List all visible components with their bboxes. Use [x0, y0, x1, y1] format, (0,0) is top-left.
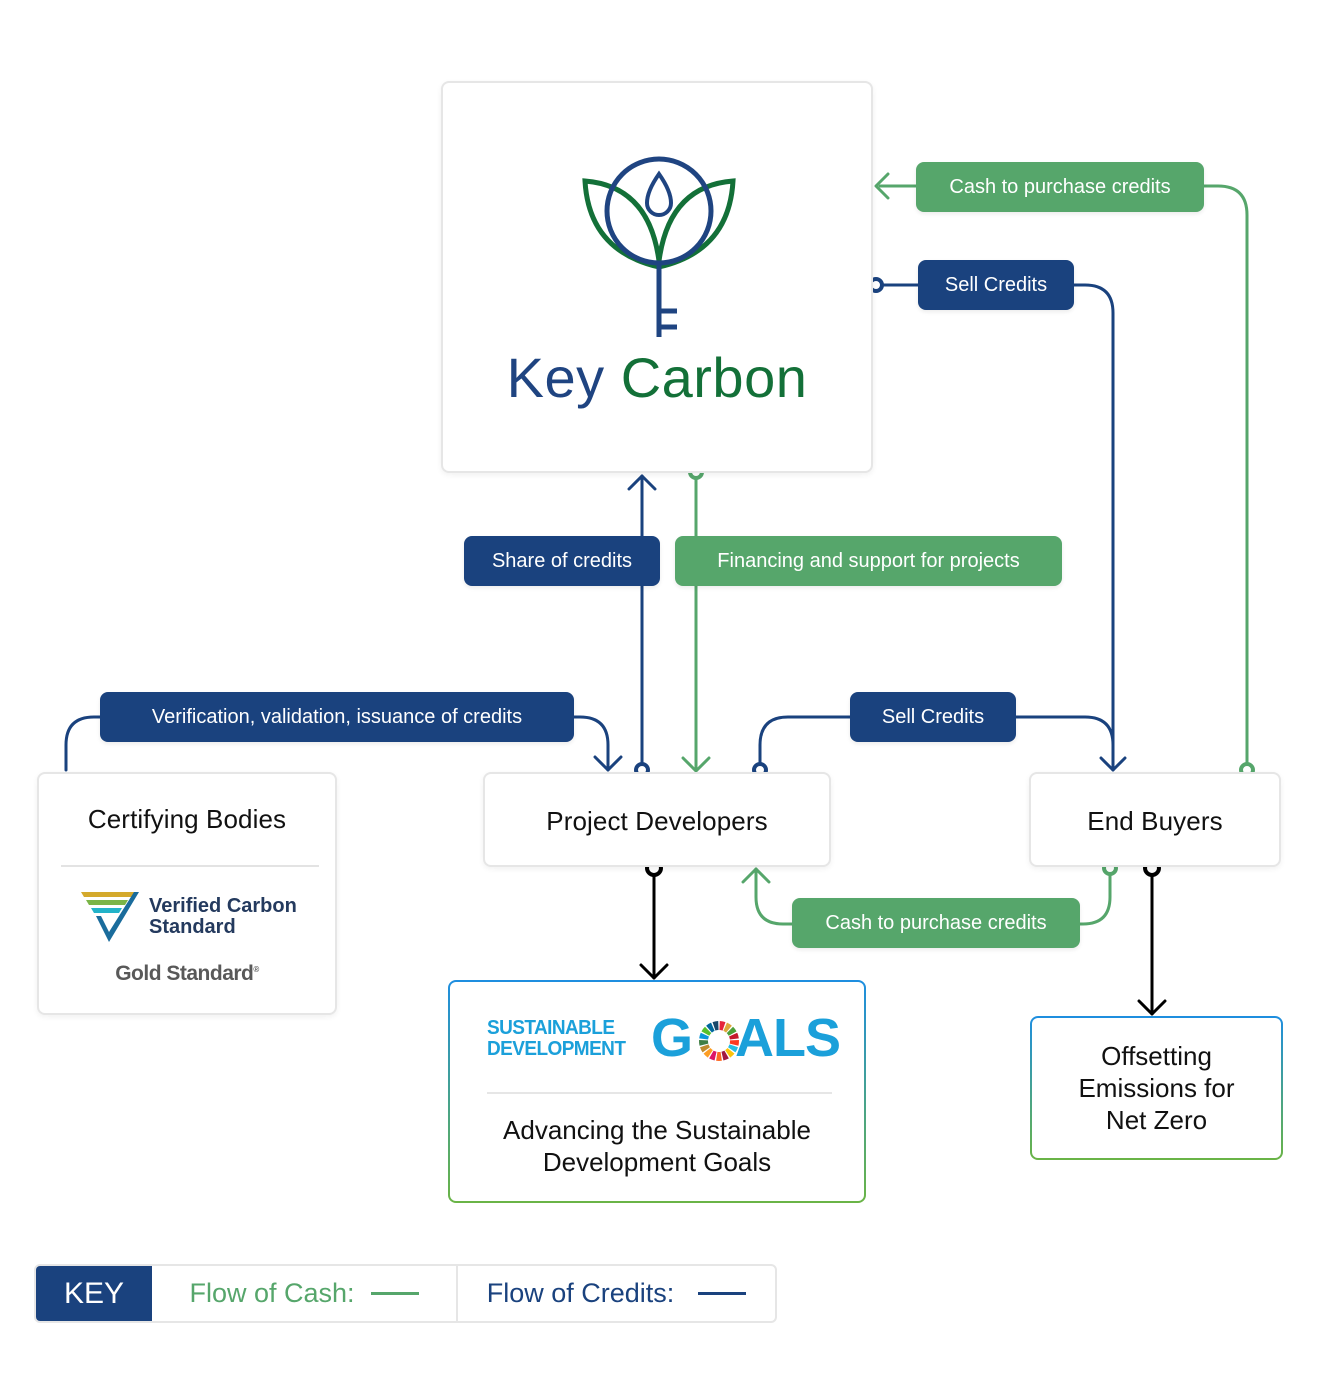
label-sell-credits-top: Sell Credits — [918, 260, 1074, 310]
net-zero-line2: Emissions for — [1078, 1073, 1235, 1103]
sdg-logo-als: ALS — [735, 1008, 841, 1068]
flow-impact-pd-to-sdg — [639, 859, 669, 980]
sdg-wheel-segment — [721, 1050, 729, 1061]
legend-credit-item: Flow of Credits: — [458, 1266, 775, 1321]
vcs-line2: Standard — [149, 916, 236, 938]
legend-cash-item: Flow of Cash: — [152, 1266, 458, 1321]
divider — [61, 865, 319, 867]
label-verification-validation-issuance: Verification, validation, issuance of cr… — [100, 692, 574, 742]
divider — [487, 1092, 832, 1094]
key-carbon-word-key: Key — [506, 346, 605, 409]
sdg-wheel-segment — [716, 1051, 722, 1061]
net-zero-node: Offsetting Emissions for Net Zero — [1030, 1016, 1283, 1160]
project-developers-title: Project Developers — [546, 806, 768, 836]
sdg-wheel-segment — [706, 1022, 715, 1033]
key-carbon-logo-icon — [582, 156, 736, 337]
sdg-wheel-segment — [699, 1032, 709, 1040]
label-cash-to-purchase-credits-bottom: Cash to purchase credits — [792, 898, 1080, 948]
gold-standard-registered: ® — [253, 965, 259, 974]
label-financing-and-support: Financing and support for projects — [675, 536, 1062, 586]
certifying-bodies-node: Certifying Bodies Verified Carbon Standa… — [37, 772, 337, 1015]
sdg-logo-g: G — [651, 1008, 693, 1068]
end-buyers-title: End Buyers — [1087, 806, 1223, 836]
vcs-line1: Verified Carbon — [149, 895, 297, 917]
end-buyers-node: End Buyers — [1029, 772, 1281, 867]
certifying-bodies-title: Certifying Bodies — [87, 804, 287, 834]
net-zero-node-inner: Offsetting Emissions for Net Zero — [1032, 1018, 1281, 1158]
sdg-node: SUSTAINABLE DEVELOPMENT G ALS Advancing … — [448, 980, 866, 1203]
sdg-wheel-segment — [725, 1047, 735, 1058]
sdg-wheel-segment — [709, 1050, 717, 1061]
sdg-wheel-segment — [699, 1044, 710, 1053]
sdg-logo-small-text: SUSTAINABLE DEVELOPMENT — [487, 1017, 626, 1060]
flow-credit-pd-to-keycarbon — [627, 474, 657, 778]
sdg-wheel-segment — [726, 1026, 737, 1036]
sdg-logo-line2: DEVELOPMENT — [487, 1038, 626, 1060]
sdg-wheel-segment — [712, 1021, 719, 1031]
legend-credit-label: Flow of Credits: — [486, 1278, 675, 1308]
key-carbon-word-carbon: Carbon — [620, 346, 808, 409]
verified-carbon-standard-logo-icon — [81, 892, 139, 942]
sdg-caption-line2: Development Goals — [542, 1147, 772, 1177]
sdg-color-wheel-icon — [699, 1021, 739, 1061]
sdg-caption: Advancing the Sustainable Development Go… — [450, 1114, 864, 1178]
flow-cash-keycarbon-to-pd — [681, 464, 711, 773]
legend-cash-label: Flow of Cash: — [189, 1278, 355, 1308]
net-zero-caption: Offsetting Emissions for Net Zero — [1032, 1040, 1281, 1136]
key-carbon-node: Key Carbon — [441, 81, 873, 473]
sdg-wheel-segment — [728, 1044, 739, 1053]
sdg-wheel-segment — [723, 1022, 732, 1033]
legend-key: KEY Flow of Cash: Flow of Credits: — [34, 1264, 777, 1323]
sdg-logo-line1: SUSTAINABLE — [487, 1017, 615, 1039]
sdg-wheel-segment — [729, 1032, 739, 1040]
sdg-wheel-segment — [729, 1039, 739, 1046]
gold-standard-g: G — [115, 962, 132, 985]
label-share-of-credits: Share of credits — [464, 536, 660, 586]
legend-key-label: KEY — [36, 1266, 152, 1321]
label-cash-to-purchase-credits-top: Cash to purchase credits — [916, 162, 1204, 212]
sdg-wheel-segment — [699, 1039, 709, 1046]
net-zero-line3: Net Zero — [1105, 1105, 1208, 1135]
sdg-node-inner: SUSTAINABLE DEVELOPMENT G ALS Advancing … — [450, 982, 864, 1201]
gold-standard-text: old Standard — [131, 962, 254, 985]
gold-standard-logo: Gold Standard® — [39, 962, 335, 986]
verified-carbon-standard-text: Verified Carbon Standard — [149, 896, 297, 938]
legend-cash-swatch — [370, 1292, 419, 1295]
net-zero-line1: Offsetting — [1101, 1041, 1212, 1071]
label-sell-credits-middle: Sell Credits — [850, 692, 1016, 742]
sdg-wheel-segment — [703, 1047, 713, 1058]
key-carbon-wordmark: Key Carbon — [443, 345, 871, 410]
legend-credit-swatch — [698, 1292, 747, 1295]
sdg-wheel-segment — [719, 1021, 726, 1031]
sdg-caption-line1: Advancing the Sustainable — [503, 1115, 811, 1145]
sdg-wheel-segment — [701, 1026, 712, 1036]
project-developers-node: Project Developers — [483, 772, 831, 867]
flow-impact-endbuyers-to-netzero — [1137, 859, 1167, 1016]
